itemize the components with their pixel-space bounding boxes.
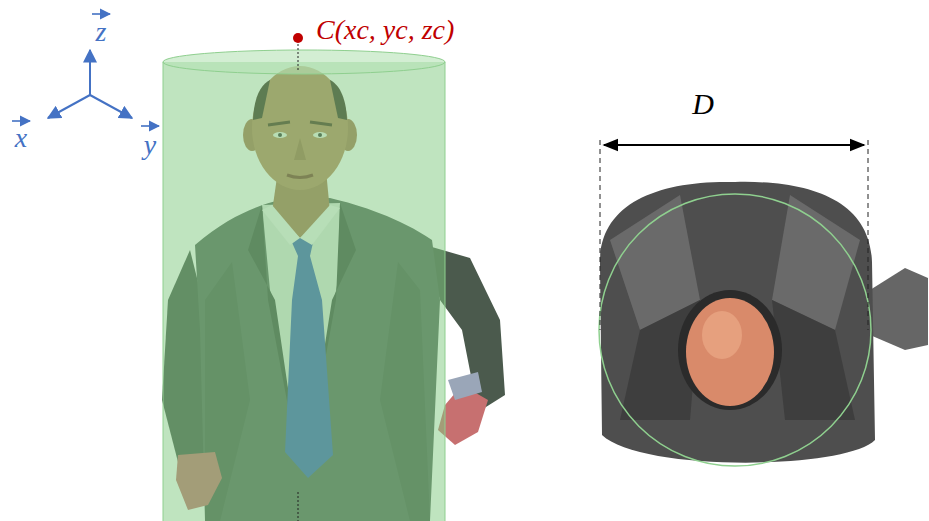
dimension-lines [600,140,868,330]
center-point [293,33,303,43]
bounding-cylinder [163,50,445,521]
axis-label: z [96,18,107,46]
dimension-label: D [692,89,714,119]
axis-label: y [144,131,156,159]
axis-line [298,492,299,521]
axis-triad [12,14,159,126]
axis-line [298,44,299,70]
top-view-model [599,182,928,466]
point-label: C(xc, yc, zc) [316,16,454,44]
axis-label: x [15,124,27,152]
